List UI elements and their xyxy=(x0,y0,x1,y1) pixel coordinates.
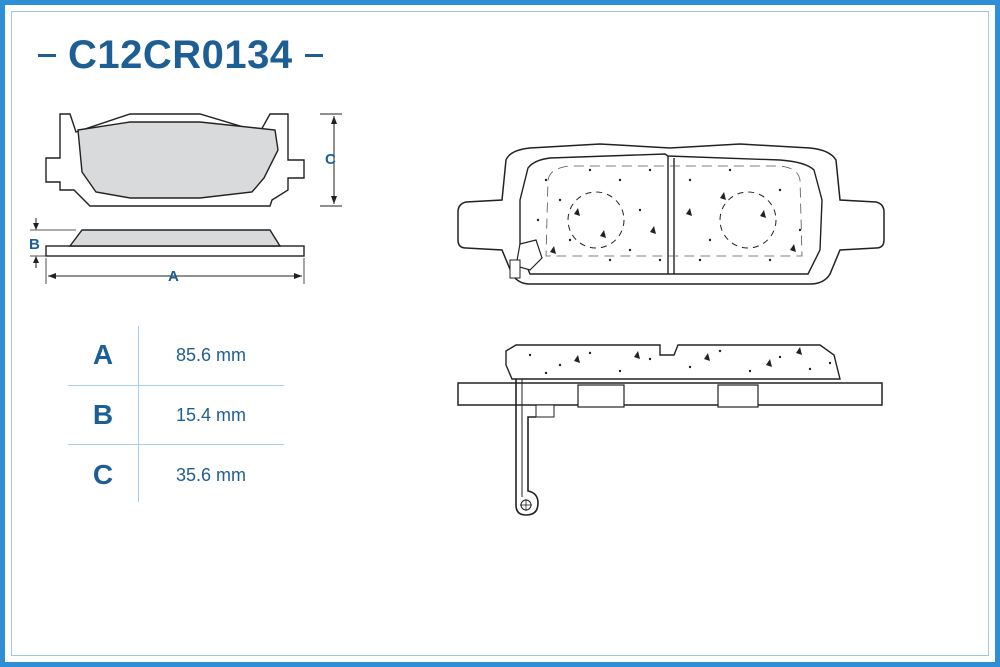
diagram-label-b: B xyxy=(29,236,40,253)
title-row: C12CR0134 xyxy=(38,30,323,80)
friction-speckles xyxy=(536,168,802,262)
dimension-value: 35.6 mm xyxy=(176,465,247,485)
brake-pad-top-view xyxy=(457,143,885,285)
dimension-label: C xyxy=(92,459,114,490)
dimension-value: 15.4 mm xyxy=(176,405,247,425)
friction-material-side xyxy=(505,344,841,380)
table-divider xyxy=(68,444,284,445)
wear-sensor-wire xyxy=(515,379,539,516)
diagram-label-c: C xyxy=(325,151,336,168)
backing-plate-side xyxy=(457,382,883,406)
dimension-row-b: B 15.4 mm xyxy=(68,386,284,444)
dimensions-table: A 85.6 mm B 15.4 mm C 35.6 mm xyxy=(68,326,284,502)
dimension-value: 85.6 mm xyxy=(176,345,247,365)
shim-clip xyxy=(717,384,759,408)
friction-speckles-side xyxy=(528,347,832,375)
page-title: C12CR0134 xyxy=(68,32,293,77)
table-divider xyxy=(68,385,284,386)
dimension-label: B xyxy=(92,399,114,430)
piston-outline xyxy=(719,191,777,249)
piston-outline xyxy=(567,191,625,249)
friction-material xyxy=(519,153,823,275)
friction-pad-top xyxy=(77,121,279,199)
backing-plate-side xyxy=(45,245,305,257)
dimension-row-c: C 35.6 mm xyxy=(68,446,284,504)
friction-pad-side xyxy=(68,229,282,247)
dimension-diagram: C B A xyxy=(29,113,342,285)
diagram-label-a: A xyxy=(168,268,179,285)
dimension-row-a: A 85.6 mm xyxy=(68,326,284,384)
title-dash-right xyxy=(304,53,323,57)
dimension-label: A xyxy=(92,339,114,370)
brake-pad-side-view xyxy=(457,344,883,516)
shim-clip xyxy=(577,384,625,408)
inner-border xyxy=(11,11,989,656)
title-dash-left xyxy=(38,53,56,57)
table-divider-vertical xyxy=(138,326,139,502)
